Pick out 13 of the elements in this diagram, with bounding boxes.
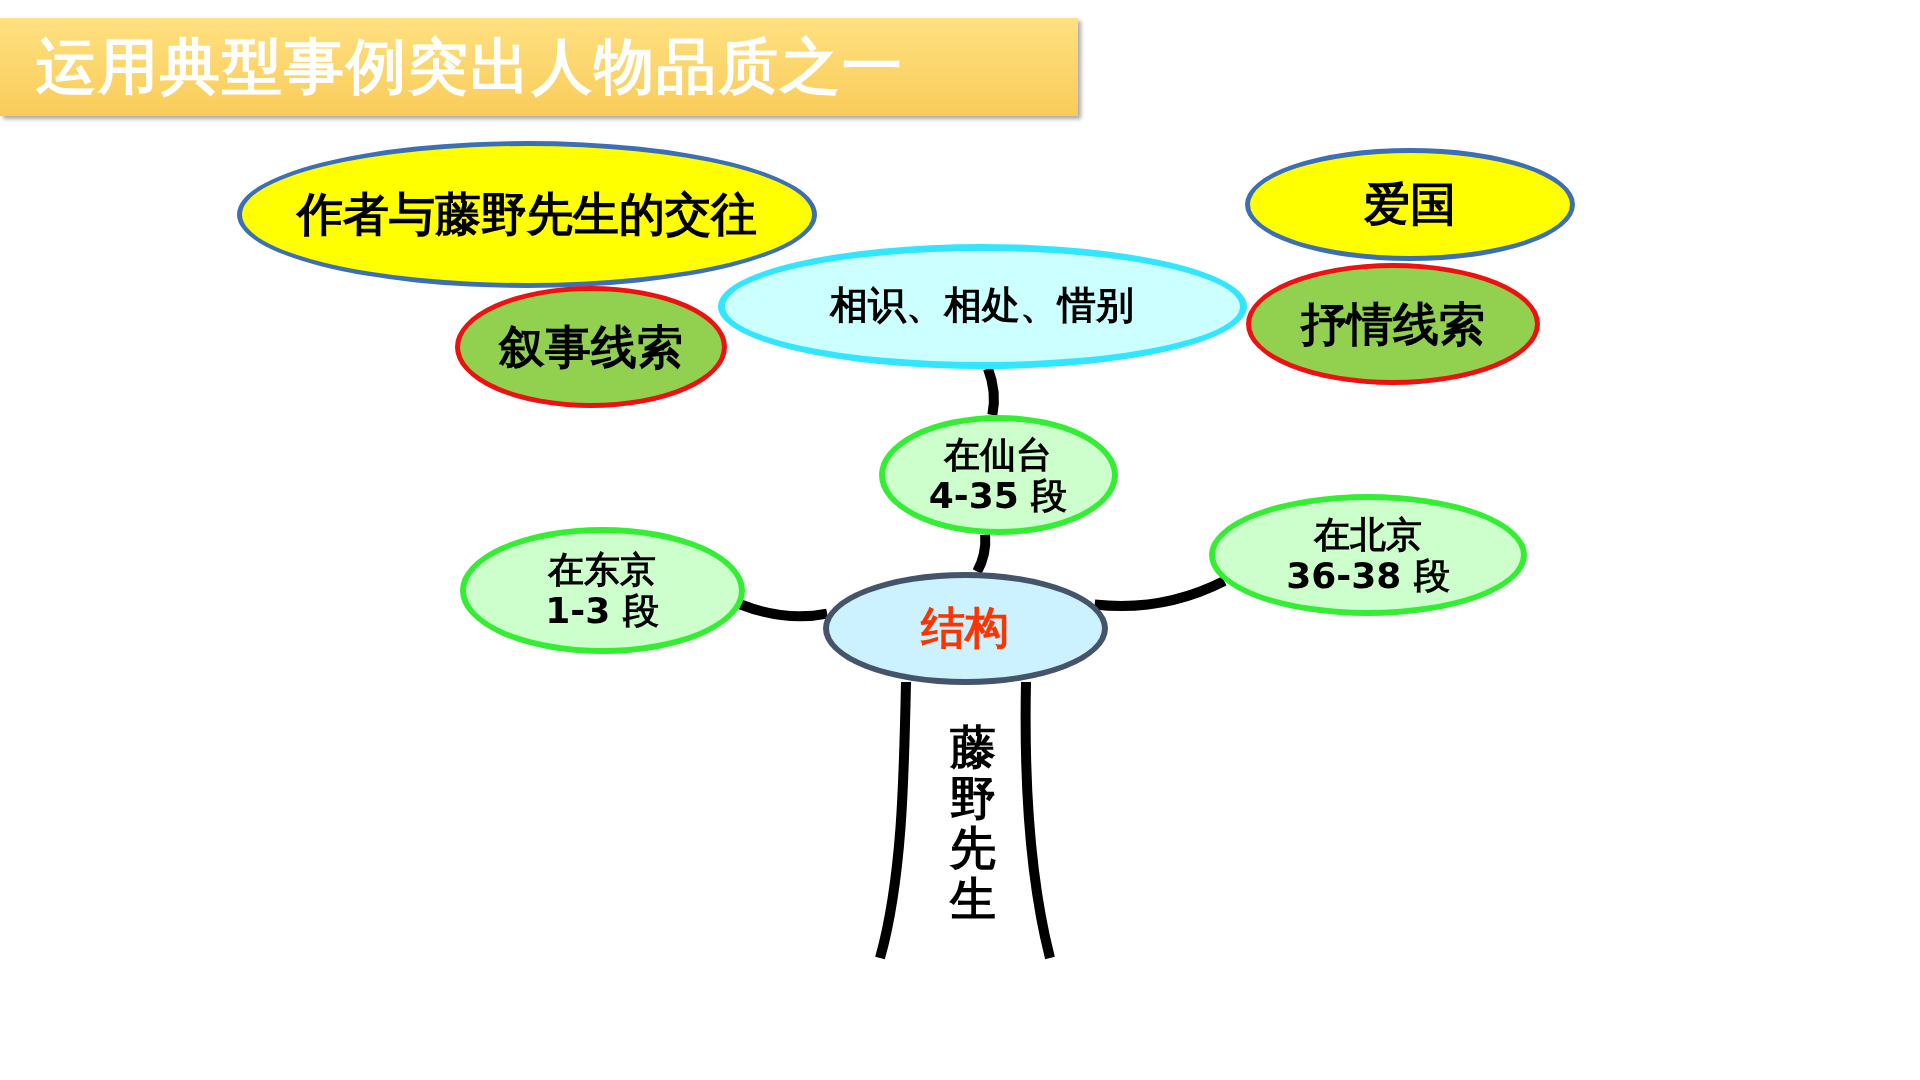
trunk-label: 藤野先生 <box>950 722 996 925</box>
branch-line <box>972 534 991 574</box>
node-label: 在仙台 4-35 段 <box>928 433 1068 517</box>
node-label: 爱国 <box>1364 177 1456 231</box>
node-label: 叙事线索 <box>499 320 683 374</box>
node-label: 作者与藤野先生的交往 <box>297 187 757 241</box>
title: 运用典型事例突出人物品质之一 <box>36 29 904 103</box>
node-label: 相识、相处、惜别 <box>830 284 1134 328</box>
node-label: 抒情线索 <box>1301 297 1485 351</box>
node-label: 在东京 1-3 段 <box>544 548 660 632</box>
branch-line <box>983 366 999 416</box>
node-label: 在北京 36-38 段 <box>1285 513 1451 597</box>
node-label: 结构 <box>921 602 1009 654</box>
